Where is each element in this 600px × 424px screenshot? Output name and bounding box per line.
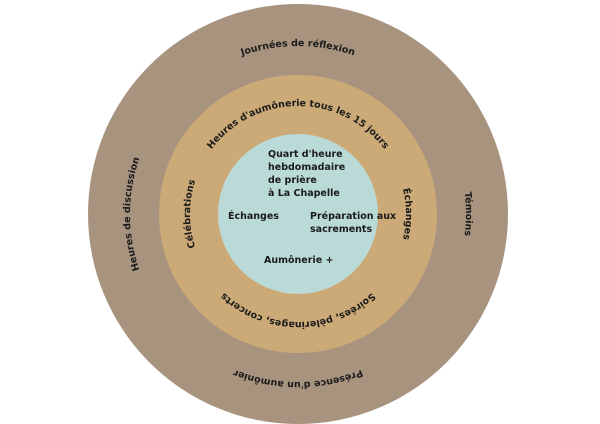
core-title-line-1: Quart d'heure xyxy=(268,149,343,160)
core-title-line-3: de prière xyxy=(268,175,317,186)
core-left-label: Échanges xyxy=(228,210,279,222)
core-title: Quart d'heure hebdomadaire de prière à L… xyxy=(268,149,349,199)
middle-label-right: Échanges xyxy=(400,187,414,241)
core-bottom-label: Aumônerie + xyxy=(264,255,333,266)
outer-label-right: Témoins xyxy=(462,191,474,237)
core-right-label: Préparation aux sacrements xyxy=(310,211,399,235)
core-right-line-1: Préparation aux xyxy=(310,211,396,222)
core-title-line-4: à La Chapelle xyxy=(268,188,340,199)
core-right-line-2: sacrements xyxy=(310,224,372,235)
inner-core xyxy=(218,134,378,294)
core-title-line-2: hebdomadaire xyxy=(268,162,345,173)
